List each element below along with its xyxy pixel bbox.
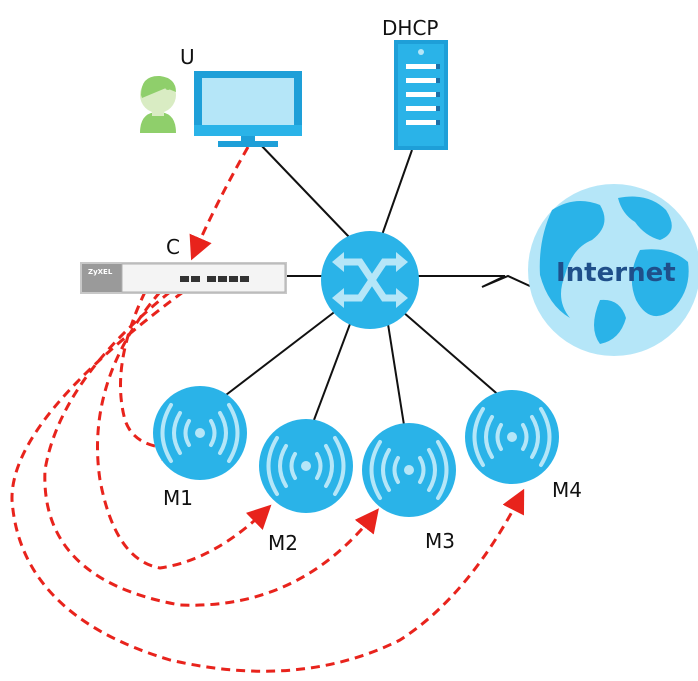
access-point-icon — [160, 403, 240, 463]
link-switch-m2 — [313, 323, 351, 421]
m4-label: M4 — [552, 478, 582, 502]
user-label: U — [180, 45, 195, 69]
m3-label: M3 — [425, 529, 455, 553]
link-switch-internet — [418, 274, 533, 288]
globe-icon[interactable] — [528, 184, 698, 356]
access-point-m3[interactable] — [362, 423, 456, 517]
access-point-m4[interactable] — [465, 390, 559, 484]
path-controller-to-m2 — [96, 291, 272, 570]
access-point-icon — [472, 407, 552, 467]
link-switch-m1 — [221, 309, 338, 399]
m1-label: M1 — [163, 486, 193, 510]
management-paths — [10, 146, 525, 673]
dhcp-label: DHCP — [382, 16, 438, 40]
user-icon — [140, 75, 176, 133]
server-icon[interactable] — [394, 40, 448, 150]
access-point-icon — [369, 440, 449, 500]
internet-label: Internet — [556, 258, 676, 288]
controller-label: C — [166, 235, 180, 259]
m2-label: M2 — [268, 531, 298, 555]
access-point-icon — [266, 436, 346, 496]
wired-links — [221, 141, 533, 426]
link-monitor-switch — [257, 141, 351, 239]
path-controller-to-m3 — [43, 290, 379, 607]
path-user-to-controller — [189, 146, 250, 261]
link-switch-m4 — [402, 311, 503, 399]
access-point-m1[interactable] — [153, 386, 247, 480]
path-controller-to-m1 — [119, 291, 185, 461]
switch-icon[interactable] — [321, 231, 419, 329]
controller-brand: ZyXEL — [88, 268, 113, 276]
link-switch-m3 — [387, 323, 405, 426]
link-dhcp-switch — [381, 149, 413, 236]
path-controller-to-m4 — [10, 290, 525, 673]
controller-appliance-icon[interactable]: ZyXEL — [80, 262, 287, 294]
access-point-m2[interactable] — [259, 419, 353, 513]
monitor-icon[interactable] — [194, 71, 302, 147]
